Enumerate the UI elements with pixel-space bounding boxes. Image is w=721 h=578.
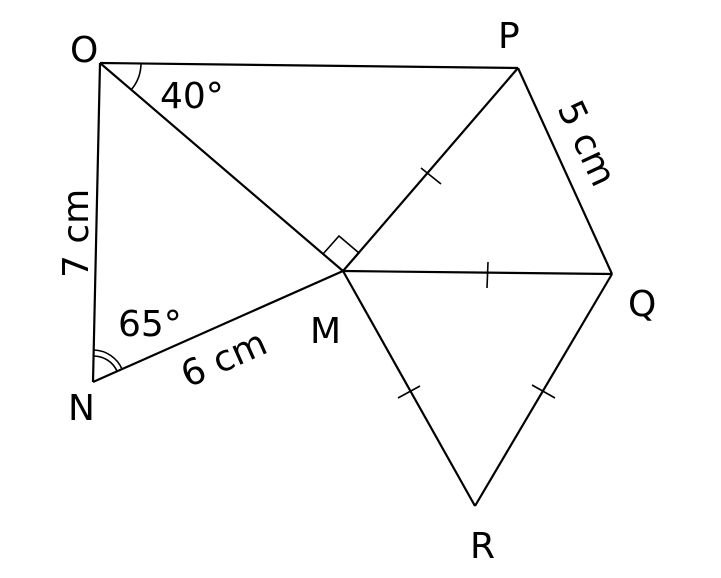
tick-QR	[531, 384, 556, 399]
angle-arc-N	[93, 349, 123, 370]
label-N: N	[68, 388, 95, 429]
angle-label-65: 65°	[118, 304, 182, 345]
label-M: M	[310, 311, 341, 352]
equal-tick-marks	[397, 167, 556, 399]
label-O: O	[70, 30, 98, 71]
segment-ON	[91, 62, 102, 383]
segment-MQ	[342, 269, 613, 276]
angle-arc-N-inner	[93, 355, 118, 372]
segment-OM	[99, 62, 344, 272]
tick-MQ	[486, 261, 489, 289]
label-Q: Q	[628, 284, 656, 325]
right-angle-mark	[322, 234, 361, 272]
length-label-ON: 7 cm	[56, 189, 97, 278]
label-P: P	[498, 16, 520, 57]
angle-label-40: 40°	[160, 76, 224, 117]
segment-MP	[342, 67, 519, 272]
tick-MP	[420, 167, 442, 185]
segments	[91, 61, 614, 507]
segment-NM	[92, 269, 344, 384]
segment-PQ	[516, 67, 614, 275]
segment-QR	[474, 273, 613, 507]
tick-MR	[397, 385, 421, 399]
segment-MR	[342, 270, 476, 507]
length-label-NM: 6 cm	[175, 322, 273, 396]
angle-arc-O	[130, 63, 142, 91]
label-R: R	[470, 526, 495, 567]
segment-OP	[99, 61, 519, 70]
length-label-PQ: 5 cm	[549, 94, 624, 192]
